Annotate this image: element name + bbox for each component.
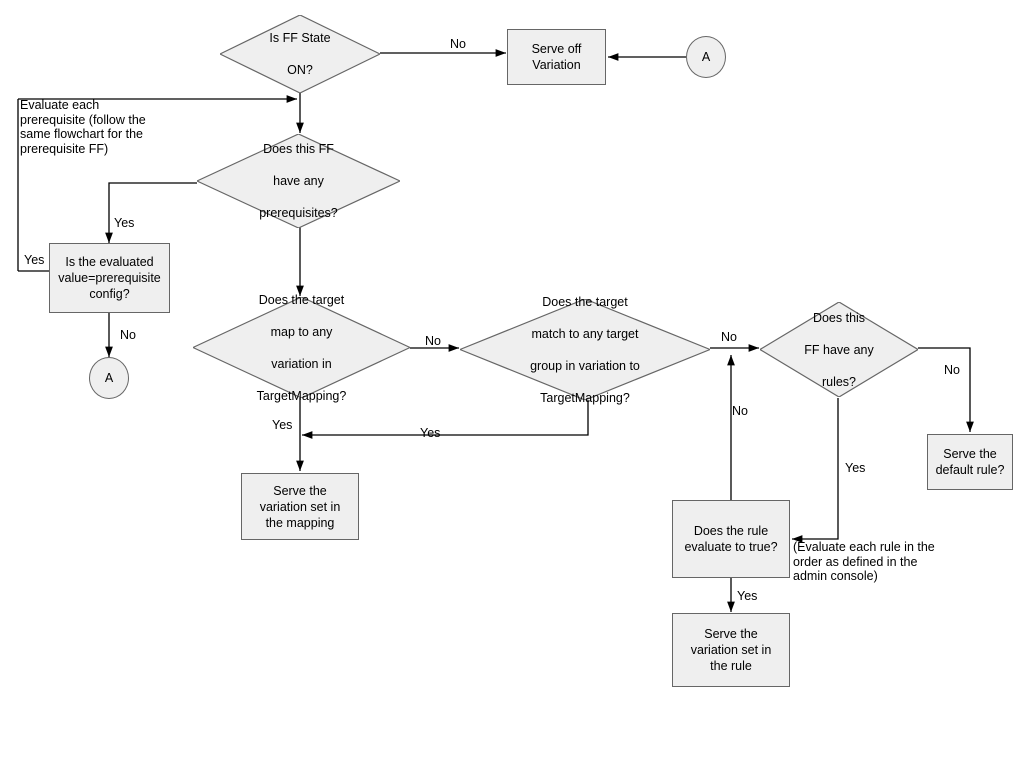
text-line: FF have any [804, 342, 874, 357]
edge-label-targetgroup-no: No [721, 330, 737, 344]
text-line: prerequisite FF) [20, 141, 109, 156]
text-line: value=prerequisite [58, 271, 161, 285]
process-rule-evaluate-true[interactable]: Does the rule evaluate to true? [672, 500, 790, 578]
text-line: Does this FF [263, 142, 334, 156]
edge-label-targetgroup-yes: Yes [420, 426, 441, 440]
edge-rules-no [918, 347, 974, 432]
decision-target-map-label: Does the target map to any variation in … [193, 293, 410, 403]
text-line: the mapping [265, 515, 335, 530]
process-serve-default-rule-label: Serve the default rule? [936, 446, 1005, 478]
text-line: have any [273, 174, 324, 188]
text-line: Does the target [542, 294, 628, 309]
process-rule-evaluate-true-label: Does the rule evaluate to true? [684, 523, 777, 555]
note-prerequisite-evaluation: Evaluate each prerequisite (follow the s… [20, 98, 210, 156]
text-line: the rule [710, 659, 752, 673]
text-line: rules? [821, 374, 857, 389]
process-serve-default-rule[interactable]: Serve the default rule? [927, 434, 1013, 490]
decision-has-rules-label: Does this FF have any rules? [760, 302, 918, 397]
process-serve-mapping-variation-label: Serve the variation set in the mapping [260, 483, 341, 531]
diamond-shape [460, 299, 710, 400]
text-line: prerequisites? [259, 206, 338, 220]
text-line: Evaluate each [20, 98, 100, 112]
diamond-shape [220, 15, 380, 93]
edge-label-rules-yes: Yes [845, 461, 866, 475]
text-line: Serve the [704, 627, 758, 641]
text-line: group in variation to [530, 358, 640, 373]
edge-label-rule-false-no: No [732, 404, 748, 418]
text-line: Is the evaluated [65, 255, 154, 269]
text-line: order as defined in the [793, 554, 918, 569]
text-line: variation set in [690, 643, 772, 657]
text-line: evaluate to true? [684, 540, 778, 554]
edge-label-evaluated-no: No [120, 328, 136, 342]
process-evaluated-value-check[interactable]: Is the evaluated value=prerequisite conf… [49, 243, 170, 313]
diamond-shape [193, 297, 410, 398]
text-line: ON? [287, 63, 313, 77]
process-serve-rule-variation[interactable]: Serve the variation set in the rule [672, 613, 790, 687]
text-line: Does the target [258, 292, 345, 307]
text-line: variation in [271, 356, 332, 371]
process-serve-mapping-variation[interactable]: Serve the variation set in the mapping [241, 473, 359, 540]
edge-label-ffstate-no: No [450, 37, 466, 51]
text-line: (Evaluate each rule in the [793, 540, 935, 554]
text-line: match to any target [531, 326, 639, 341]
text-line: TargetMapping? [540, 390, 630, 405]
decision-target-group-label: Does the target match to any target grou… [460, 295, 710, 405]
text-line: admin console) [793, 569, 878, 583]
process-serve-off-variation-label: Serve off Variation [532, 41, 582, 73]
text-line: config? [89, 287, 130, 301]
edge-label-prereq-yes: Yes [114, 216, 135, 230]
diamond-shape [197, 134, 400, 228]
decision-has-rules[interactable]: Does this FF have any rules? [760, 302, 918, 397]
process-serve-rule-variation-label: Serve the variation set in the rule [691, 626, 772, 674]
edge-label-rule-true-yes: Yes [737, 589, 758, 603]
connector-a-top[interactable]: A [686, 36, 726, 78]
edge-label-targetmap-no: No [425, 334, 441, 348]
edge-label-targetmap-yes: Yes [272, 418, 293, 432]
text-line: map to any [270, 324, 333, 339]
connector-a-top-label: A [701, 50, 711, 64]
edge-label-evaluated-yes: Yes [24, 253, 45, 267]
text-line: Serve the [273, 483, 327, 498]
edge-label-rules-no: No [944, 363, 960, 377]
decision-has-prerequisites[interactable]: Does this FF have any prerequisites? [197, 134, 400, 228]
decision-ff-state-on-label: Is FF State ON? [220, 15, 380, 93]
edge-prereq-yes [105, 182, 197, 243]
text-line: prerequisite (follow the [20, 112, 146, 127]
text-line: Serve off [531, 42, 582, 56]
text-line: default rule? [935, 463, 1005, 477]
text-line: Does the rule [693, 524, 769, 538]
decision-has-prerequisites-label: Does this FF have any prerequisites? [197, 134, 400, 228]
text-line: Does this [812, 310, 866, 325]
text-line: Is FF State [269, 31, 331, 45]
text-line: TargetMapping? [256, 388, 347, 403]
decision-target-group[interactable]: Does the target match to any target grou… [460, 295, 710, 405]
edge-targetgroup-yes [302, 400, 589, 439]
diamond-shape [760, 302, 918, 397]
text-line: variation set in [259, 499, 341, 514]
decision-ff-state-on[interactable]: Is FF State ON? [220, 15, 380, 93]
connector-a-left[interactable]: A [89, 357, 129, 399]
connector-a-left-label: A [104, 371, 114, 385]
edge-rules-yes [792, 398, 839, 543]
process-serve-off-variation[interactable]: Serve off Variation [507, 29, 606, 85]
decision-target-map[interactable]: Does the target map to any variation in … [193, 293, 410, 403]
text-line: Variation [532, 58, 581, 72]
process-evaluated-value-check-label: Is the evaluated value=prerequisite conf… [58, 254, 161, 302]
note-rule-order: (Evaluate each rule in the order as defi… [793, 540, 993, 584]
text-line: Serve the [943, 447, 997, 461]
text-line: same flowchart for the [20, 127, 143, 141]
